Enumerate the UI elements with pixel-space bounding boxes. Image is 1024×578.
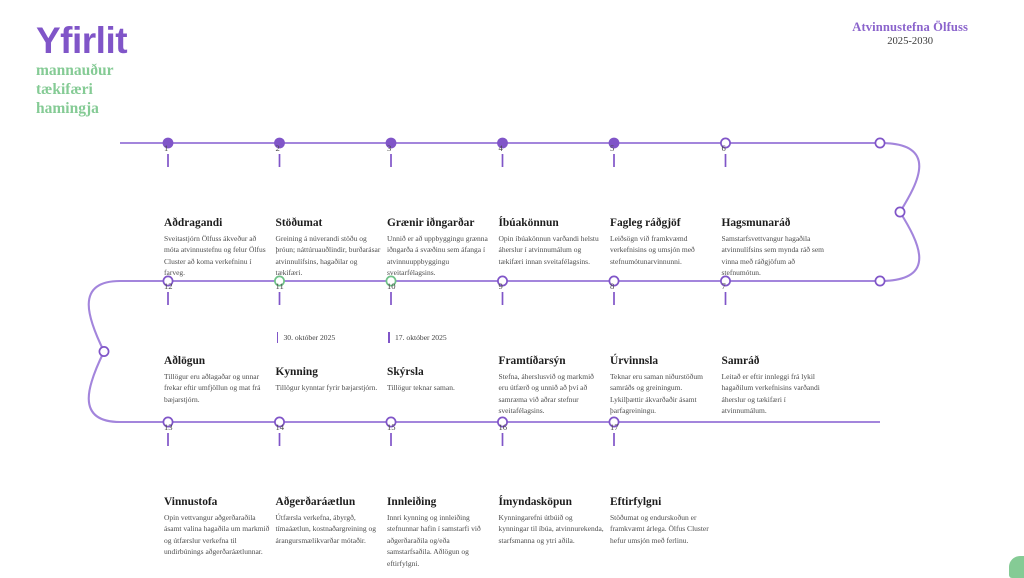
step-description: Innri kynning og innleiðing stefnunnar h… bbox=[387, 513, 481, 568]
step-title: Aðdragandi bbox=[164, 217, 223, 229]
step-number: 6 bbox=[721, 143, 726, 153]
step-description: Leiðsögn við framkvæmd verkefnisins og u… bbox=[610, 234, 695, 266]
step-description: Opin vettvangur aðgerðaraðila ásamt vali… bbox=[164, 513, 270, 557]
step-description: Sveitastjórn Ölfuss ákveður að móta atvi… bbox=[164, 234, 266, 278]
step-title: Skýrsla bbox=[387, 366, 424, 378]
step-description: Kynningarefni útbúið og kynningar til íb… bbox=[498, 513, 604, 545]
corner-accent-shape bbox=[1009, 556, 1024, 578]
brand-tagline-line-2: tækifæri bbox=[36, 80, 93, 98]
step-title: Samráð bbox=[721, 355, 760, 367]
step-description: Unnið er að uppbyggingu grænna iðngarða … bbox=[387, 234, 488, 278]
step-number: 9 bbox=[498, 281, 503, 291]
step-title: Hagsmunaráð bbox=[721, 217, 791, 229]
step-title: Fagleg ráðgjöf bbox=[610, 217, 681, 229]
document-header: Atvinnustefna Ölfuss 2025-2030 bbox=[852, 20, 968, 47]
step-description: Tillögur eru aðlagaðar og unnar frekar e… bbox=[164, 372, 261, 404]
brand-logo: Yfirlit mannauður tækifæri hamingja bbox=[36, 20, 128, 118]
step-number: 11 bbox=[275, 281, 284, 291]
step-description: Stefna, áherslusvið og markmið eru útfær… bbox=[498, 372, 594, 416]
step-description: Opin íbúakönnun varðandi helstu áherslur… bbox=[498, 234, 599, 266]
step-title: Eftirfylgni bbox=[610, 496, 662, 508]
step-date: 17. október 2025 bbox=[388, 332, 447, 343]
step-number: 14 bbox=[275, 422, 285, 432]
step-number: 15 bbox=[387, 422, 396, 432]
step-number: 7 bbox=[721, 281, 726, 291]
brand-tagline-line-3: hamingja bbox=[36, 99, 99, 117]
step-title: Vinnustofa bbox=[164, 496, 218, 508]
step-title: Úrvinnsla bbox=[610, 355, 659, 367]
step-title: Kynning bbox=[275, 366, 318, 378]
policy-period: 2025-2030 bbox=[887, 36, 934, 47]
step-number: 1 bbox=[164, 143, 169, 153]
step-description: Tillögur teknar saman. bbox=[387, 383, 455, 392]
step-description: Leitað er eftir innleggi frá lykil hagað… bbox=[721, 372, 820, 416]
step-number: 17 bbox=[610, 422, 619, 432]
step-title: Framtíðarsýn bbox=[498, 355, 566, 367]
step-number: 4 bbox=[498, 143, 503, 153]
page-title: Yfirlit bbox=[36, 20, 128, 61]
step-number: 8 bbox=[610, 281, 615, 291]
step-description: Teknar eru saman niðurstöðum samráðs og … bbox=[610, 372, 703, 416]
step-number: 5 bbox=[610, 143, 615, 153]
step-title: Íbúakönnun bbox=[498, 217, 559, 229]
step-title: Ímyndasköpun bbox=[498, 496, 572, 508]
step-title: Grænir iðngarðar bbox=[387, 217, 475, 229]
brand-tagline: mannauður tækifæri hamingja bbox=[36, 62, 127, 118]
step-number: 13 bbox=[164, 422, 173, 432]
step-title: Innleiðing bbox=[387, 496, 437, 508]
brand-tagline-line-1: mannauður bbox=[36, 62, 114, 79]
step-number: 3 bbox=[387, 143, 392, 153]
step-description: Tillögur kynntar fyrir bæjarstjórn. bbox=[275, 383, 378, 392]
step-number: 12 bbox=[164, 281, 173, 291]
step-number: 16 bbox=[498, 422, 508, 432]
step-title: Aðgerðaráætlun bbox=[275, 496, 356, 508]
step-description: Samstarfsvettvangur hagaðila atvinnulífs… bbox=[721, 234, 824, 278]
step-description: Stöðumat og endurskoðun er framkvæmt árl… bbox=[610, 513, 709, 545]
step-number: 2 bbox=[275, 143, 280, 153]
policy-title: Atvinnustefna Ölfuss bbox=[852, 20, 968, 34]
step-date: 30. október 2025 bbox=[276, 332, 335, 343]
step-title: Stöðumat bbox=[275, 217, 323, 229]
step-description: Útfærsla verkefna, ábyrgð, tímaáætlun, k… bbox=[275, 513, 376, 545]
step-description: Greining á núverandi stöðu og þróun; nát… bbox=[275, 234, 381, 278]
step-title: Aðlögun bbox=[164, 355, 206, 367]
step-number: 10 bbox=[387, 281, 396, 291]
